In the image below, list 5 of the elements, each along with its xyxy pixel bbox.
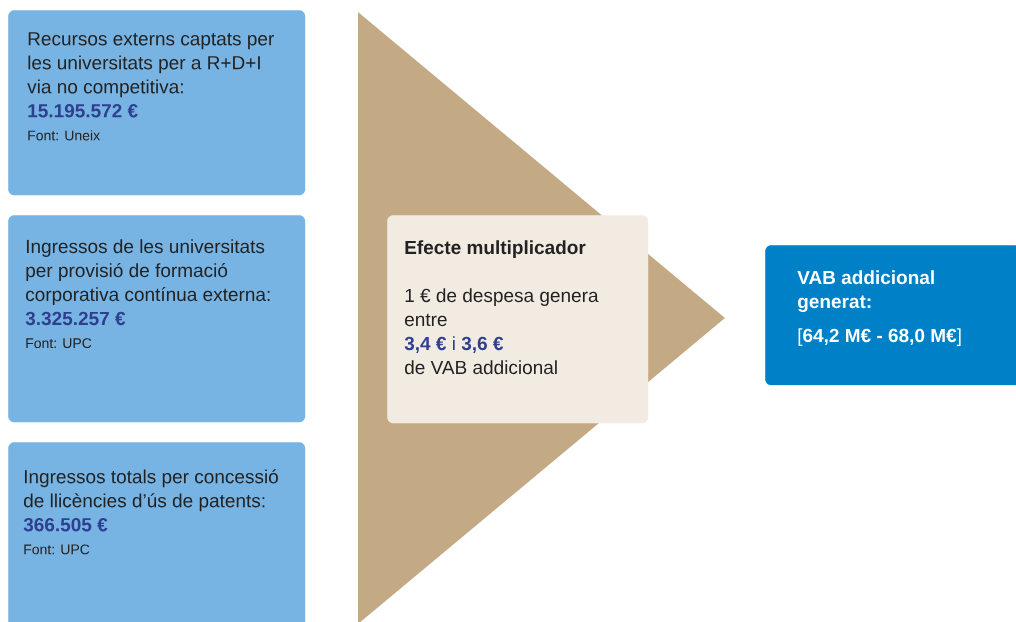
source-box: Recursos externs captats per les universitats per a R+D+I via no competitiva: 15.195.572 € Font: Uneix xyxy=(8,10,306,196)
source-box: Ingressos totals per concessió de llicències d’ús de patents: 366.505 € Font: UPC xyxy=(8,442,306,622)
multiplier-box: Efecte multiplicador 1 € de despesa genera entre 3,4 € i 3,6 € de VAB addicional xyxy=(387,215,649,424)
source-box: Ingressos de les universitats per provisió de formació corporativa contínua externa: 3.325.257 € Font: UPC xyxy=(8,215,306,423)
result-box: VAB addicional generat: [64,2 M€ - 68,0 M€] xyxy=(765,245,1016,386)
